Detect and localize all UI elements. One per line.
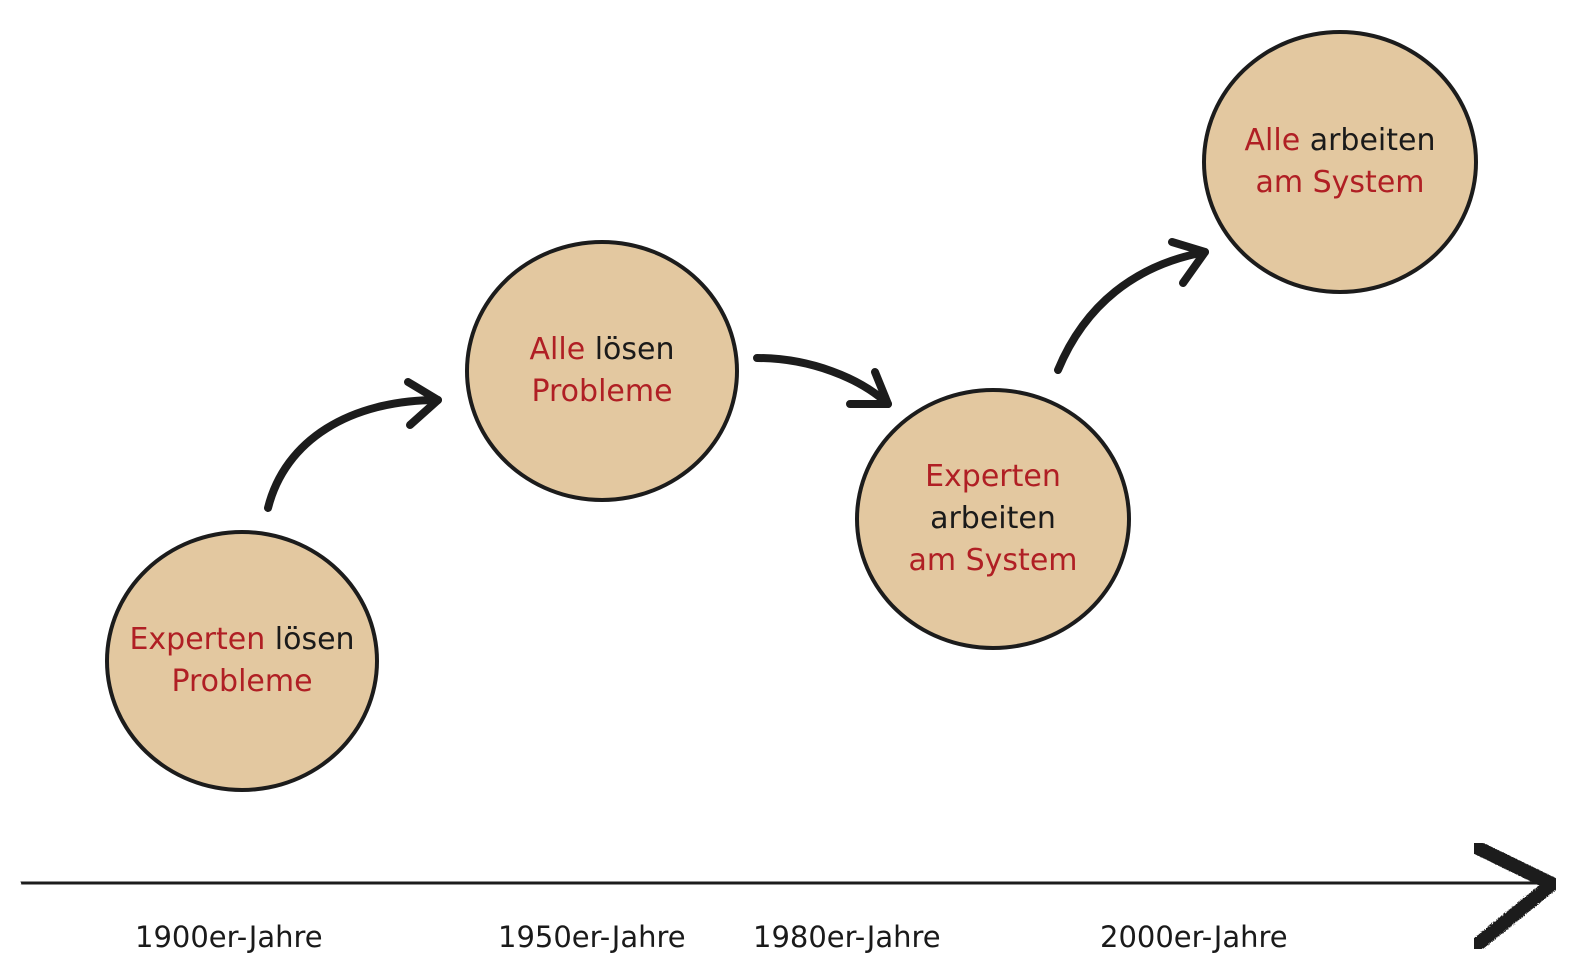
stage-3-middle: arbeiten <box>930 501 1056 536</box>
stage-4-highlight: Alle <box>1244 123 1301 158</box>
stage-3-highlight: Experten <box>925 459 1061 494</box>
stage-1-highlight: Experten <box>129 622 266 657</box>
arrow-stage3-to-stage4 <box>1054 248 1209 374</box>
arrow-stage3-to-stage4-head-icon <box>1168 238 1209 287</box>
arrow-stage1-to-stage2 <box>264 396 442 512</box>
stage-3-object: am System <box>908 543 1078 578</box>
stage-4-middle: arbeiten <box>1309 123 1436 158</box>
arrow-stage2-to-stage3 <box>753 354 892 408</box>
stage-2-highlight: Alle <box>529 332 586 367</box>
stage-1-text: Experten lösen Probleme <box>129 619 354 703</box>
era-label-1900: 1900er-Jahre <box>135 920 323 954</box>
era-label-1950: 1950er-Jahre <box>498 920 686 954</box>
stage-2-object: Probleme <box>531 374 673 409</box>
stage-2-middle: lösen <box>594 332 675 367</box>
stage-4-object: am System <box>1255 165 1425 200</box>
stage-1-circle: Experten lösen Probleme <box>105 530 379 792</box>
stage-2-circle: Alle lösen Probleme <box>465 240 739 502</box>
stage-4-circle: Alle arbeiten am System <box>1202 30 1478 294</box>
stage-3-circle: Experten arbeiten am System <box>855 388 1131 650</box>
timeline-axis <box>20 874 1538 892</box>
stage-1-object: Probleme <box>171 664 313 699</box>
era-label-1980: 1980er-Jahre <box>753 920 941 954</box>
stage-2-text: Alle lösen Probleme <box>530 329 675 413</box>
era-label-2000: 2000er-Jahre <box>1100 920 1288 954</box>
stage-4-text: Alle arbeiten am System <box>1245 120 1436 204</box>
stage-1-middle: lösen <box>274 622 355 657</box>
arrow-stage1-to-stage2-head-icon <box>404 378 442 429</box>
stage-3-text: Experten arbeiten am System <box>908 456 1077 582</box>
arrow-stage2-to-stage3-head-icon <box>846 368 892 408</box>
timeline-arrowhead-icon <box>1471 841 1559 951</box>
